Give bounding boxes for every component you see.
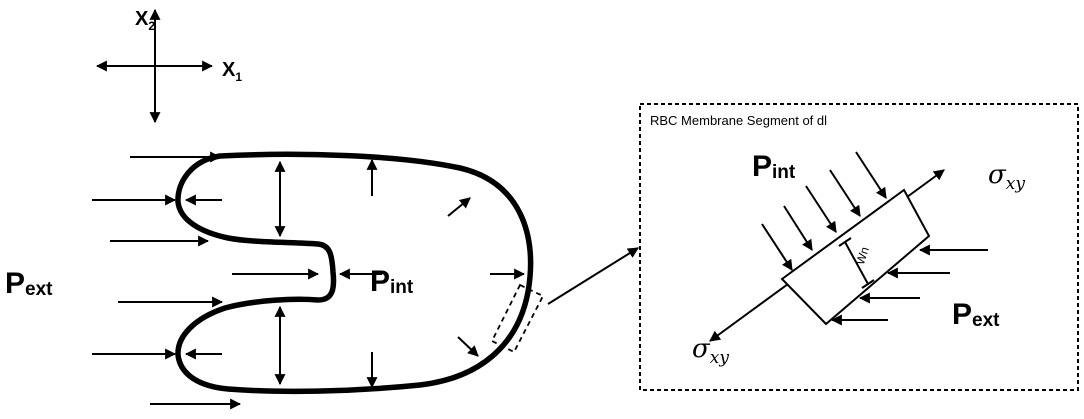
thickness-tick <box>861 279 875 289</box>
seg-pint-arrow <box>829 169 861 217</box>
segment-p-ext-label: Pext <box>952 298 1000 331</box>
segment-box-title: RBC Membrane Segment of dl <box>650 113 827 128</box>
p-ext-label: Pext <box>5 267 53 300</box>
segment-p-int-label: Pint <box>752 150 796 183</box>
thickness-label: Wn <box>853 245 872 266</box>
zoom-pointer-arrow <box>547 247 639 305</box>
membrane-segment-rect <box>780 188 931 326</box>
pint-arrow <box>457 336 479 357</box>
seg-pint-arrow <box>761 223 793 271</box>
x1-axis-label: X1 <box>222 59 242 84</box>
membrane-segment: Wn <box>709 169 945 342</box>
coordinate-axes <box>95 8 214 124</box>
internal-pressure-arrows <box>184 158 526 389</box>
seg-pint-arrow <box>805 185 837 233</box>
p-int-label: Pint <box>370 265 414 298</box>
sigma-xy-top-label: σxy <box>988 160 1025 194</box>
seg-pint-arrow <box>855 151 887 199</box>
segment-pint-arrows <box>761 151 887 271</box>
thickness-tick <box>838 237 852 247</box>
sigma-xy-bottom-label: σxy <box>692 334 729 368</box>
thickness-marker <box>844 241 869 285</box>
seg-pint-arrow <box>783 205 813 251</box>
pint-arrow <box>447 197 471 217</box>
segment-pext-arrows <box>830 244 988 326</box>
rbc-cell-outline <box>175 151 534 395</box>
segment-detail-box <box>639 103 1079 391</box>
x2-axis-label: X2 <box>135 8 155 33</box>
external-pressure-arrows <box>92 151 320 410</box>
